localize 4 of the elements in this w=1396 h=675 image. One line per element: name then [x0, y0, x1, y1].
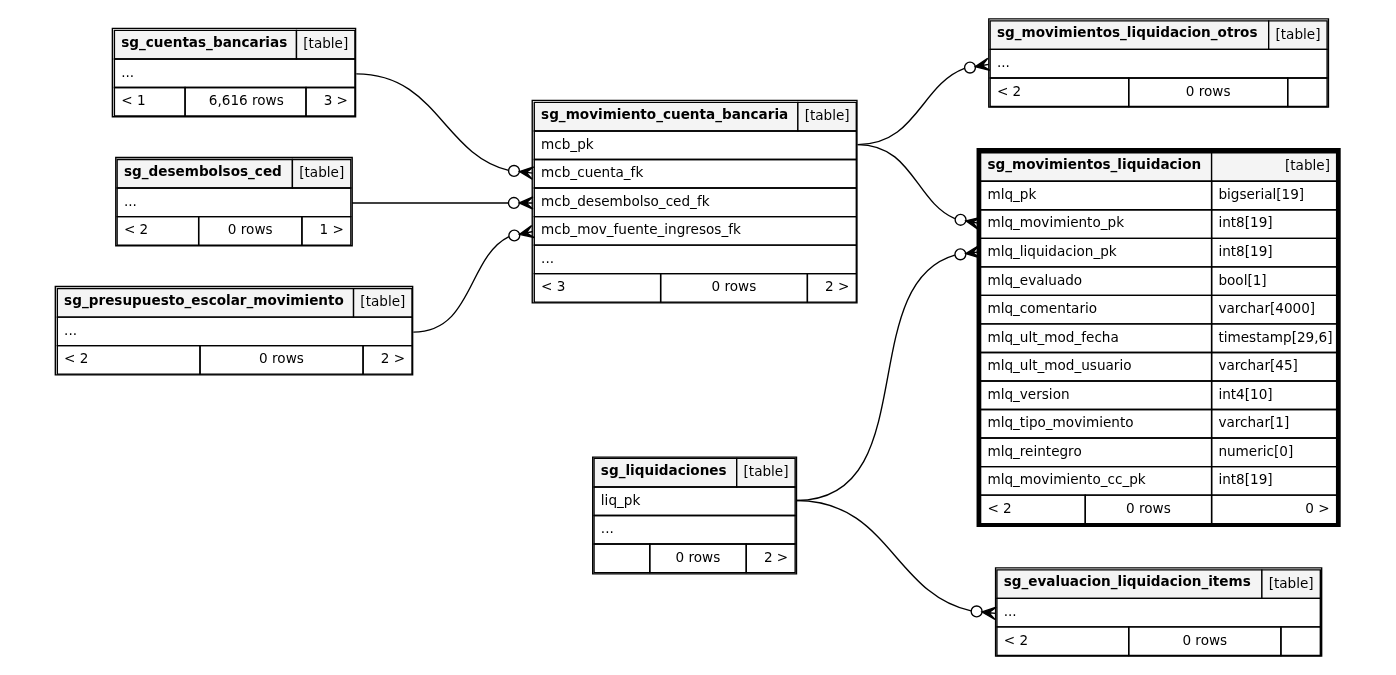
connector [355, 73, 535, 180]
connector [856, 57, 991, 146]
connector [412, 224, 535, 333]
connector [351, 196, 534, 210]
